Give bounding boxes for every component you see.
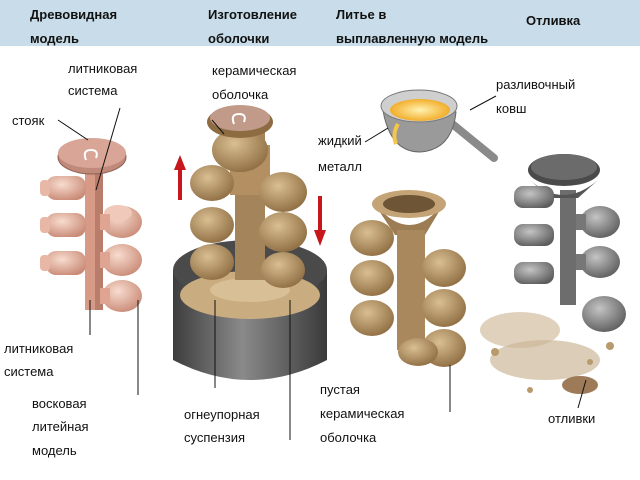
label-ceramic-shell-2: оболочка — [212, 87, 269, 102]
step2-title-line2: оболочки — [208, 31, 270, 46]
label-wax-pattern-1: восковая — [32, 396, 87, 411]
label-slurry-1: огнеупорная — [184, 407, 260, 422]
label-hollow-shell-3: оболочка — [320, 430, 377, 445]
label-gating-system-bottom-2: система — [4, 364, 54, 379]
label-ladle-1: разливочный — [496, 77, 576, 92]
label-castings: отливки — [548, 411, 596, 426]
label-gating-system-top-2: система — [68, 83, 118, 98]
step3-title-line2: выплавленную модель — [336, 31, 489, 46]
molten-metal — [390, 99, 450, 121]
wax-patterns-left — [40, 176, 86, 275]
ceramic-shell-tree — [190, 105, 307, 288]
up-arrow-icon — [174, 155, 186, 170]
shell-debris — [480, 312, 614, 394]
label-wax-pattern-2: литейная — [32, 419, 89, 434]
label-sprue: стояк — [12, 113, 45, 128]
label-gating-system-top-1: литниковая — [68, 61, 138, 76]
step4-title: Отливка — [526, 13, 581, 28]
step1-title-line1: Древовидная — [30, 7, 118, 22]
metal-casting-tree — [514, 154, 626, 332]
hollow-ceramic-shell — [350, 190, 466, 367]
label-ladle-2: ковш — [496, 101, 527, 116]
label-liquid-metal-1: жидкий — [318, 133, 362, 148]
label-hollow-shell-1: пустая — [320, 382, 360, 397]
step3-title-line1: Литье в — [336, 7, 387, 22]
down-arrow-icon — [314, 230, 326, 246]
label-gating-system-bottom-1: литниковая — [4, 341, 74, 356]
wax-pattern-tree — [40, 138, 142, 312]
label-hollow-shell-2: керамическая — [320, 406, 405, 421]
label-ceramic-shell-1: керамическая — [212, 63, 297, 78]
step2-title-line1: Изготовление — [208, 7, 298, 22]
label-wax-pattern-3: модель — [32, 443, 77, 458]
pouring-ladle — [380, 89, 498, 162]
step1-title-line2: модель — [30, 31, 79, 46]
leader-lines — [57, 95, 587, 440]
label-slurry-2: суспензия — [184, 430, 246, 445]
wax-patterns-right — [100, 205, 142, 312]
label-liquid-metal-2: металл — [318, 159, 362, 174]
header-band — [0, 0, 640, 46]
